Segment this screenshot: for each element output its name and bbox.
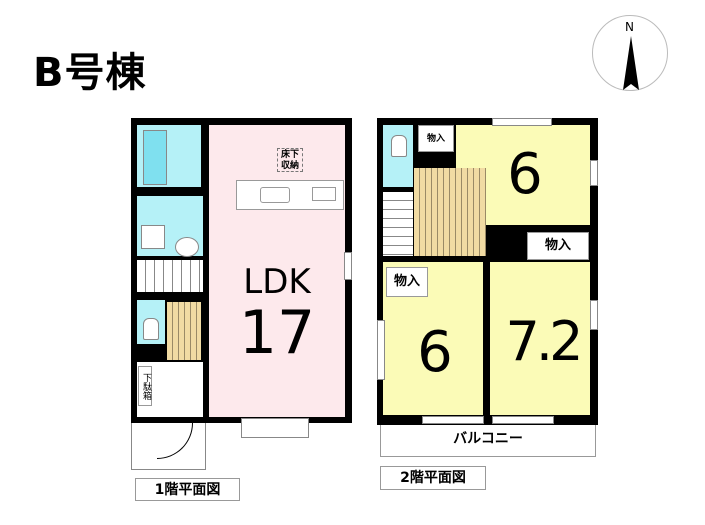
kitchen-counter (236, 180, 344, 210)
storage-top: 物入 (418, 125, 454, 152)
ldk-room (209, 125, 345, 417)
washbasin (141, 225, 165, 249)
room-right-window (590, 300, 598, 330)
kitchen-sink (260, 187, 290, 203)
stairs-2f (383, 192, 413, 256)
shoe-box: 下駄箱 (138, 366, 152, 406)
ldk-size: 17 (238, 298, 316, 368)
porch (131, 423, 206, 470)
stair-landing-1f (167, 302, 201, 360)
room-right-size: 7.2 (505, 310, 584, 373)
bathtub (143, 130, 167, 185)
compass: N (592, 15, 668, 91)
room-left-size: 6 (417, 320, 453, 385)
ldk-window-bottom (241, 418, 309, 438)
storage-right: 物入 (527, 232, 589, 260)
north-label: N (625, 20, 634, 34)
balcony-window-left (422, 416, 484, 424)
floor1-caption: 1階平面図 (135, 478, 240, 501)
room-left-window (377, 320, 385, 380)
toilet-bowl-2f (391, 135, 407, 157)
toilet-bowl (143, 318, 159, 340)
room-right (490, 262, 590, 415)
north-arrow-icon (623, 36, 639, 90)
stairs-1f (137, 260, 203, 292)
balcony-window-right (492, 416, 554, 424)
balcony: バルコニー (380, 425, 596, 457)
room-top-size: 6 (507, 142, 543, 207)
room-top-window-right (590, 160, 598, 186)
ldk-label: LDK (243, 262, 311, 302)
ldk-window-right (344, 252, 352, 280)
building-title: B号棟 (33, 50, 147, 96)
washing-machine (175, 237, 199, 257)
room-top-window (492, 118, 552, 126)
underfloor-storage: 床下収納 (277, 148, 303, 172)
shoe-box-label: 下駄箱 (141, 372, 151, 400)
stair-landing-2f (414, 168, 486, 256)
floor2-caption: 2階平面図 (380, 466, 486, 490)
storage-left: 物入 (386, 267, 428, 297)
stove (312, 187, 336, 201)
